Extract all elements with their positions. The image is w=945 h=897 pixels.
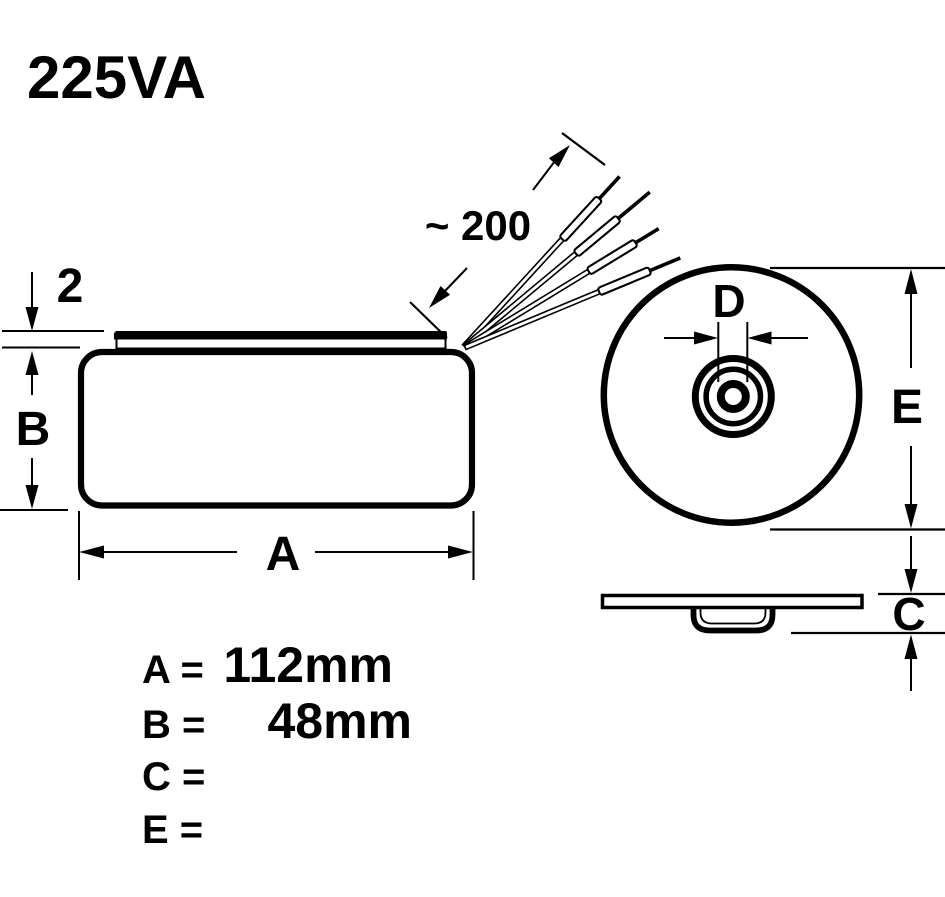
dim-line xyxy=(532,160,556,191)
dim-plate-thickness xyxy=(2,272,104,349)
dim-label-hole-diameter: D xyxy=(712,275,745,327)
side-view xyxy=(77,331,476,509)
dim-wire-length xyxy=(409,132,606,339)
arrowhead-down xyxy=(25,485,39,509)
arrowhead-left xyxy=(747,331,772,345)
arrowhead-down xyxy=(904,504,918,529)
center-ring-middle xyxy=(703,366,764,427)
wire-tip xyxy=(633,227,660,245)
legend-value: 48mm xyxy=(267,693,412,749)
legend-value: 112mm xyxy=(223,637,393,693)
transformer-body xyxy=(77,348,476,509)
legend-label: A = xyxy=(142,648,204,692)
dim-body-width xyxy=(78,511,475,580)
dim-label-outer-diameter: E xyxy=(891,381,923,434)
mounting-plate-edge xyxy=(600,593,864,610)
wire-sleeve xyxy=(597,266,652,296)
legend-label: B = xyxy=(142,703,205,747)
dim-body-height xyxy=(0,351,68,511)
wire xyxy=(462,190,651,350)
lead-wires xyxy=(461,175,681,351)
bottom-view xyxy=(600,593,864,634)
page-title: 225VA xyxy=(27,44,206,111)
arrowhead-right xyxy=(448,545,473,559)
arrowhead-up xyxy=(904,634,918,659)
arrowhead-down xyxy=(25,307,39,331)
dim-label-wire-length: ~ 200 xyxy=(425,202,531,249)
dim-label-body-height: B xyxy=(16,403,51,456)
arrowhead-down-left xyxy=(429,286,451,308)
arrowhead-up-right xyxy=(548,145,570,167)
wire-tip xyxy=(616,190,651,221)
legend-label: E = xyxy=(142,808,203,852)
dim-label-mount-height: C xyxy=(892,588,925,640)
wire xyxy=(463,256,681,351)
dim-label-body-width: A xyxy=(266,528,301,581)
arrowhead-up xyxy=(25,351,39,375)
legend: A = 112mm B = 48mm C = E = xyxy=(142,637,412,852)
arrowhead-down xyxy=(904,569,918,593)
arrowhead-up xyxy=(904,269,918,294)
center-hole xyxy=(716,380,750,413)
top-view xyxy=(600,264,863,526)
wire-tip xyxy=(648,256,681,273)
arrowhead-right xyxy=(694,331,718,345)
wire-tip xyxy=(597,175,621,201)
dim-label-plate-thickness: 2 xyxy=(57,260,84,313)
dim-line xyxy=(444,267,468,292)
legend-label: C = xyxy=(142,755,205,799)
mount-cup-inner xyxy=(699,604,767,625)
wire-channel xyxy=(462,249,581,350)
tick-line xyxy=(409,301,448,339)
toroid-outline xyxy=(600,264,863,526)
center-ring-outer xyxy=(691,355,775,438)
tick-line xyxy=(561,132,606,166)
arrowhead-left xyxy=(79,545,104,559)
dim-mount-height xyxy=(791,536,945,691)
dim-outer-diameter xyxy=(770,266,945,531)
